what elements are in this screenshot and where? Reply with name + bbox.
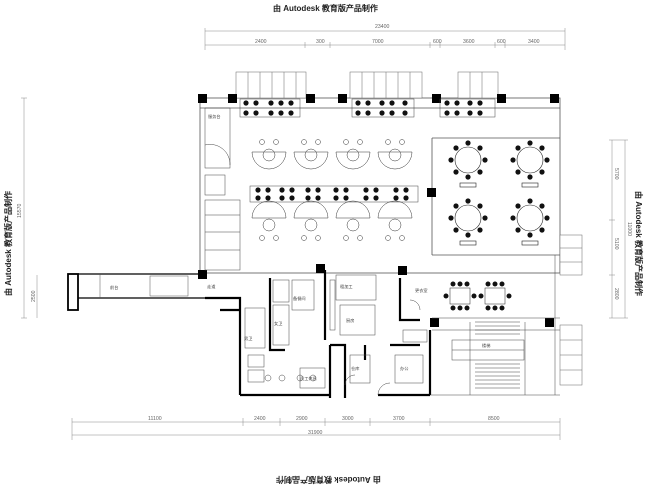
dim-left-small: 2500 bbox=[31, 290, 37, 302]
label-wc-b: 女卫 bbox=[274, 320, 282, 327]
dim-bottom-seg-6: 8500 bbox=[488, 416, 500, 422]
window-bays bbox=[235, 71, 583, 386]
label-kitchen-b: 厨房 bbox=[346, 317, 354, 324]
entrance-area bbox=[204, 107, 241, 271]
round-booths-upper bbox=[251, 139, 413, 170]
label-prep: 粗加工 bbox=[340, 283, 353, 290]
watermark-top: 由 Autodesk 教育版产品制作 bbox=[273, 4, 378, 13]
dim-bottom-seg-4: 3000 bbox=[342, 416, 354, 422]
dimension-lines bbox=[21, 28, 628, 440]
private-room-tables bbox=[443, 281, 512, 311]
dim-bottom-seg-5: 3700 bbox=[393, 416, 405, 422]
service-zone-walls bbox=[205, 270, 432, 398]
service-fixtures bbox=[244, 274, 428, 396]
label-wc-a: 男卫 bbox=[244, 336, 252, 342]
dim-bottom-seg-2: 2400 bbox=[254, 416, 266, 422]
dim-right-seg-2: 5100 bbox=[613, 238, 619, 250]
label-entrance: 服务台 bbox=[208, 113, 221, 120]
dim-bottom-seg-3: 2900 bbox=[296, 416, 308, 422]
dim-top-seg-3: 7000 bbox=[372, 39, 384, 45]
dim-bottom-total: 31900 bbox=[308, 430, 323, 436]
dim-top-seg-2: 300 bbox=[316, 39, 325, 45]
label-stair: 楼梯 bbox=[482, 342, 490, 349]
banquet-tables bbox=[448, 140, 550, 246]
stair-area bbox=[430, 255, 560, 396]
label-corridor: 走道 bbox=[207, 283, 216, 290]
booths-top bbox=[239, 98, 496, 118]
dim-top-seg-4: 600 bbox=[433, 39, 442, 45]
dim-right-seg-1: 5700 bbox=[613, 168, 619, 180]
room-labels: 服务台 前台 走道 男卫 女卫 备餐间 厨房 粗加工 仓库 办公 楼梯 更衣室 … bbox=[110, 113, 490, 382]
round-booths-lower bbox=[251, 200, 413, 241]
label-changing-b: 员工休息 bbox=[300, 375, 317, 382]
label-office: 办公 bbox=[400, 365, 409, 372]
label-changing-a: 更衣室 bbox=[415, 287, 428, 294]
dim-top-seg-7: 3400 bbox=[528, 39, 540, 45]
label-kitchen-a: 备餐间 bbox=[293, 295, 306, 302]
dim-top-seg-1: 2400 bbox=[255, 39, 267, 45]
dim-top-seg-6: 600 bbox=[497, 39, 506, 45]
label-storage: 仓库 bbox=[351, 365, 359, 372]
label-left-hall: 前台 bbox=[110, 284, 118, 291]
left-wing bbox=[67, 273, 205, 311]
dim-bottom-seg-1: 11100 bbox=[148, 416, 162, 422]
dim-top-seg-5: 3600 bbox=[463, 39, 475, 45]
outer-walls bbox=[199, 97, 561, 274]
dim-right-seg-3: 2800 bbox=[613, 288, 619, 300]
dim-right-total: 11000 bbox=[626, 222, 632, 236]
dim-top-total: 23400 bbox=[375, 24, 390, 30]
booths-middle bbox=[249, 185, 419, 203]
dim-left-height: 15570 bbox=[17, 203, 23, 218]
